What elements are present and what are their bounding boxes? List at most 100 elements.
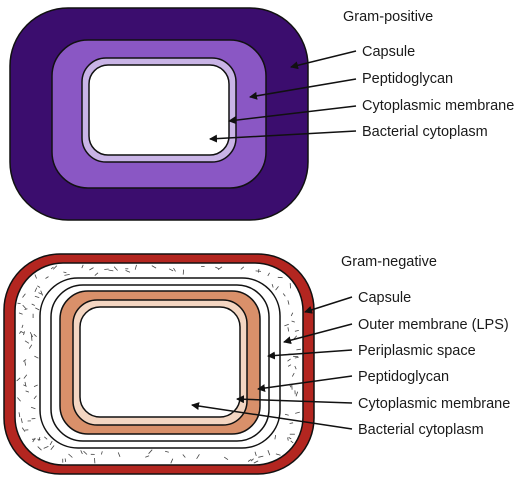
gn-cytoplasm-area <box>79 306 241 418</box>
gn-label-membrane: Cytoplasmic membrane <box>358 396 510 412</box>
capsule-texture-dash <box>284 323 289 327</box>
capsule-texture-dash <box>289 422 294 424</box>
capsule-texture-dash <box>29 332 34 338</box>
gn-periplasm-pointer <box>267 349 353 360</box>
capsule-texture-dash <box>267 450 271 456</box>
capsule-texture-dash <box>22 359 27 362</box>
capsule-texture-dash <box>83 450 88 455</box>
capsule-texture-dash <box>173 267 176 272</box>
capsule-texture-dash <box>18 412 21 418</box>
capsule-texture-dash <box>247 458 252 462</box>
capsule-texture-dash <box>22 293 26 298</box>
capsule-texture-dash <box>31 335 33 341</box>
capsule-texture-dash <box>21 324 24 328</box>
capsule-texture-dash <box>294 330 299 332</box>
gram-negative-cell <box>3 253 315 475</box>
capsule-texture-dash <box>23 374 28 379</box>
capsule-texture-dash <box>24 361 26 366</box>
capsule-texture-dash <box>151 265 157 269</box>
capsule-texture-dash <box>50 445 55 451</box>
capsule-texture-dash <box>31 303 35 306</box>
capsule-texture-dash <box>254 451 257 457</box>
gp-membrane-pointer <box>228 105 357 125</box>
capsule-texture-dash <box>37 285 41 288</box>
capsule-texture-dash <box>45 276 49 279</box>
capsule-texture-dash <box>25 390 30 393</box>
gn-pointers <box>191 296 353 430</box>
capsule-texture-dash <box>287 300 290 305</box>
capsule-texture-dash <box>282 293 286 297</box>
capsule-texture-dash <box>104 268 109 270</box>
gn-cytoplasm-pointer <box>191 402 353 430</box>
capsule-texture-dash <box>182 454 186 458</box>
gp-peptidoglycan-pointer <box>249 78 357 100</box>
capsule-texture-dash <box>81 264 84 269</box>
capsule-texture-dash <box>287 364 292 367</box>
gn-label-capsule: Capsule <box>358 290 411 306</box>
capsule-texture-dash <box>34 287 38 293</box>
capsule-texture-dash <box>43 446 49 449</box>
gp-capsule-pointer <box>290 50 357 70</box>
capsule-texture-dash <box>80 450 83 455</box>
gn-label-peptidoglycan: Peptidoglycan <box>358 369 449 385</box>
capsule-texture-dash <box>291 372 295 377</box>
capsule-texture-dash <box>125 270 131 273</box>
capsule-texture-dash <box>33 333 37 337</box>
capsule-texture-dash <box>113 266 118 271</box>
gn-capsule-pointer <box>304 296 353 314</box>
gp-cytoplasm-area <box>88 64 230 156</box>
capsule-texture-dash <box>290 440 294 444</box>
gp-label-peptidoglycan: Peptidoglycan <box>362 71 453 87</box>
capsule-texture-dash <box>215 266 219 270</box>
gp-label-membrane: Cytoplasmic membrane <box>362 98 514 114</box>
capsule-texture-dash <box>288 437 292 440</box>
capsule-texture-dash <box>64 274 70 276</box>
gn-label-periplasm: Periplasmic space <box>358 343 476 359</box>
capsule-texture-dash <box>35 307 40 311</box>
capsule-texture-dash <box>271 283 274 288</box>
capsule-texture-dash <box>274 435 276 440</box>
gn-label-cytoplasm: Bacterial cytoplasm <box>358 422 484 438</box>
capsule-texture-dash <box>24 340 30 344</box>
capsule-texture-dash <box>30 406 36 410</box>
capsule-texture-dash <box>291 320 295 323</box>
capsule-texture-dash <box>295 411 300 414</box>
capsule-texture-dash <box>89 267 94 271</box>
capsule-texture-dash <box>294 357 299 359</box>
gn-membrane-pointer <box>236 395 353 404</box>
capsule-texture-dash <box>38 292 43 295</box>
capsule-texture-dash <box>44 436 48 440</box>
capsule-texture-dash <box>294 365 297 370</box>
capsule-texture-dash <box>17 397 21 402</box>
capsule-texture-dash <box>296 348 301 351</box>
capsule-texture-dash <box>290 312 294 317</box>
capsule-texture-dash <box>23 384 27 387</box>
capsule-texture-dash <box>267 272 270 277</box>
capsule-texture-dash <box>24 381 27 386</box>
capsule-texture-dash <box>21 427 26 432</box>
capsule-texture-dash <box>287 358 291 362</box>
capsule-texture-dash <box>28 344 33 349</box>
capsule-texture-dash <box>20 418 23 424</box>
capsule-texture-dash <box>37 438 41 441</box>
capsule-texture-dash <box>145 455 150 458</box>
capsule-texture-dash <box>255 270 262 272</box>
capsule-texture-dash <box>148 449 153 454</box>
capsule-texture-dash <box>164 450 169 453</box>
capsule-texture-dash <box>33 384 38 387</box>
capsule-texture-dash <box>253 460 259 464</box>
gp-label-cytoplasm: Bacterial cytoplasm <box>362 124 488 140</box>
capsule-texture-dash <box>40 290 44 296</box>
capsule-texture-dash <box>287 437 289 441</box>
capsule-texture-dash <box>33 395 37 400</box>
capsule-texture-dash <box>295 391 299 397</box>
capsule-texture-dash <box>50 266 54 270</box>
capsule-texture-dash <box>117 452 121 457</box>
capsule-texture-dash <box>38 436 41 442</box>
capsule-texture-dash <box>34 295 40 298</box>
capsule-texture-dash <box>258 455 264 458</box>
gram-negative-title: Gram-negative <box>341 254 437 270</box>
capsule-texture-dash <box>20 331 25 334</box>
capsule-texture-dash <box>196 454 200 460</box>
